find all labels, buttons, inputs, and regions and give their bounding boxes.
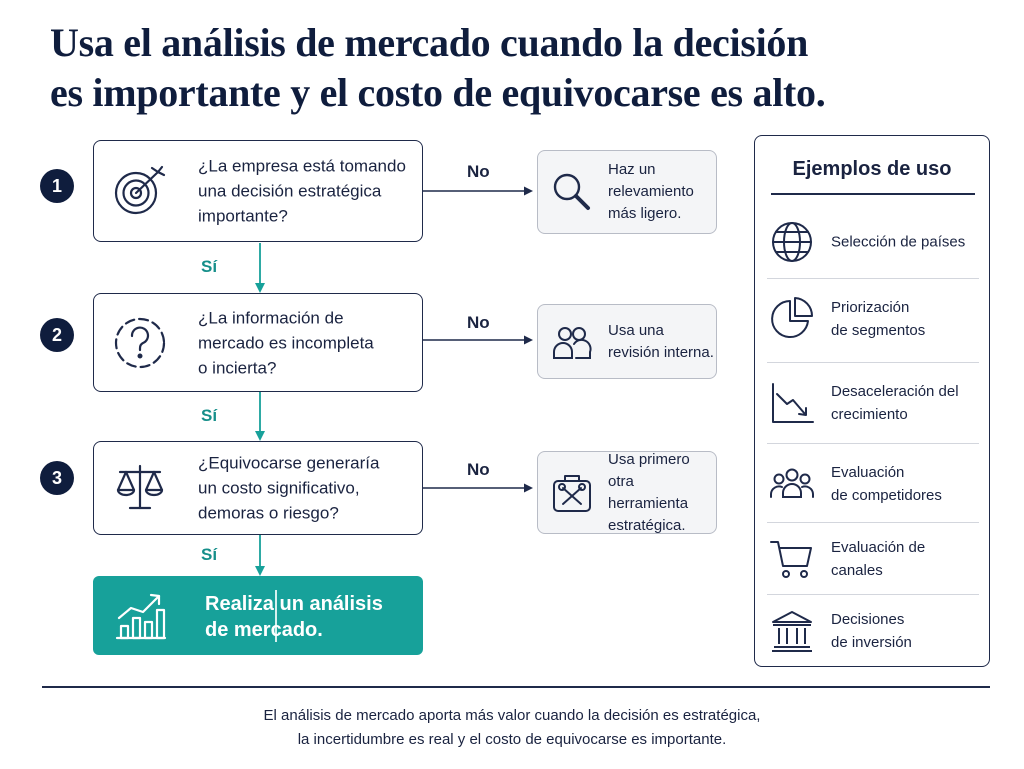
alternative-2-line-2: revisión interna. xyxy=(608,343,714,361)
alternative-1-line-3: más ligero. xyxy=(608,205,682,222)
examples-divider xyxy=(767,443,979,444)
no-label-3: No xyxy=(467,460,490,479)
question-3-line-1: ¿Equivocarse generaría xyxy=(198,453,380,473)
globe-icon xyxy=(769,219,815,265)
alternative-box-3: Usa primero otra herramienta estratégica… xyxy=(537,451,717,534)
question-2-line-3: o incierta? xyxy=(198,358,277,377)
question-1-line-1: ¿La empresa está tomando xyxy=(198,156,406,176)
question-text-1: ¿La empresa está tomando una decisión es… xyxy=(198,154,413,229)
examples-divider xyxy=(767,522,979,523)
example-label: Priorización de segmentos xyxy=(831,296,981,342)
alternative-box-2: Usa una revisión interna. xyxy=(537,304,717,379)
yes-arrow-1 xyxy=(253,243,267,293)
question-circle-icon xyxy=(112,315,168,371)
footer-rule xyxy=(42,686,990,688)
example-3-line-2: crecimiento xyxy=(831,406,908,423)
example-item: Desaceleración del crecimiento xyxy=(767,368,979,438)
scales-icon xyxy=(112,460,168,516)
example-4-line-1: Evaluación xyxy=(831,464,905,481)
decline-chart-icon xyxy=(769,380,815,426)
question-3-line-3: demoras o riesgo? xyxy=(198,503,339,523)
action-divider xyxy=(275,590,277,642)
question-box-1: ¿La empresa está tomando una decisión es… xyxy=(93,140,423,242)
example-label: Evaluación de canales xyxy=(831,536,981,582)
title-line-2: es importante y el costo de equivocarse … xyxy=(50,70,826,115)
cart-icon xyxy=(769,536,815,582)
examples-title: Ejemplos de uso xyxy=(792,158,952,180)
no-label-1: No xyxy=(467,162,490,181)
pie-chart-icon xyxy=(769,296,815,342)
alternative-1-line-1: Haz un xyxy=(608,161,656,178)
step-number-1: 1 xyxy=(40,169,74,203)
action-line-2: de mercado. xyxy=(205,619,323,641)
action-line-1: Realiza un análisis xyxy=(205,593,383,615)
magnifier-icon xyxy=(550,170,594,214)
example-6-line-1: Decisiones xyxy=(831,611,905,628)
question-text-3: ¿Equivocarse generaría un costo signific… xyxy=(198,451,413,526)
no-label-2: No xyxy=(467,313,490,332)
example-3-line-1: Desaceleración del xyxy=(831,383,959,400)
example-4-line-2: de competidores xyxy=(831,487,942,504)
alternative-1-line-2: relevamiento xyxy=(608,183,694,200)
examples-title-rule xyxy=(771,193,975,195)
example-item: Priorización de segmentos xyxy=(767,284,979,354)
yes-label-2: Sí xyxy=(201,406,218,425)
no-arrow-2 xyxy=(423,334,533,346)
alternative-box-1: Haz un relevamiento más ligero. xyxy=(537,150,717,234)
question-box-2: ¿La información de mercado es incompleta… xyxy=(93,293,423,392)
example-6-line-2: de inversión xyxy=(831,634,912,651)
action-text: Realiza un análisis de mercado. xyxy=(205,591,383,643)
example-item: Evaluación de competidores xyxy=(767,449,979,519)
step-number-2: 2 xyxy=(40,318,74,352)
page-title: Usa el análisis de mercado cuando la dec… xyxy=(50,18,950,118)
example-label: Evaluación de competidores xyxy=(831,461,981,507)
example-item: Evaluación de canales xyxy=(767,528,979,590)
alternative-3-line-1: Usa primero xyxy=(608,450,690,468)
yes-arrow-2 xyxy=(253,392,267,441)
example-5-line-1: Evaluación de canales xyxy=(831,539,926,579)
yes-label-3: Sí xyxy=(201,545,218,564)
no-arrow-1 xyxy=(423,185,533,197)
question-2-line-1: ¿La información de xyxy=(198,308,344,327)
question-box-3: ¿Equivocarse generaría un costo signific… xyxy=(93,441,423,535)
example-2-line-1: Priorización xyxy=(831,299,910,316)
example-label: Desaceleración del crecimiento xyxy=(831,380,981,426)
question-text-2: ¿La información de mercado es incompleta… xyxy=(198,305,413,380)
example-1-line-1: Selección de países xyxy=(831,233,966,251)
example-label: Selección de países xyxy=(831,231,981,254)
alternative-3-line-2: otra herramienta xyxy=(608,472,689,512)
example-item: Selección de países xyxy=(767,208,979,276)
yes-label-1: Sí xyxy=(201,257,218,276)
title-line-1: Usa el análisis de mercado cuando la dec… xyxy=(50,20,809,65)
step-number-3: 3 xyxy=(40,461,74,495)
yes-arrow-3 xyxy=(253,535,267,576)
alternative-3-line-3: estratégica. xyxy=(608,516,686,534)
question-1-line-3: importante? xyxy=(198,206,288,226)
examples-divider xyxy=(767,362,979,363)
examples-divider xyxy=(767,278,979,279)
final-action-box: Realiza un análisis de mercado. xyxy=(93,576,423,655)
alternative-text-1: Haz un relevamiento más ligero. xyxy=(608,159,716,225)
question-1-line-2: una decisión estratégica xyxy=(198,181,382,201)
examples-divider xyxy=(767,594,979,595)
question-2-line-2: mercado es incompleta xyxy=(198,333,374,352)
question-3-line-2: un costo significativo, xyxy=(198,478,360,498)
growth-chart-icon xyxy=(115,590,167,642)
target-icon xyxy=(112,163,168,219)
footer-line-1: El análisis de mercado aporta más valor … xyxy=(263,707,761,724)
bank-icon xyxy=(769,608,815,654)
examples-panel: Ejemplos de uso Selección de países Prio… xyxy=(754,135,990,667)
alternative-2-line-1: Usa una xyxy=(608,321,664,339)
toolkit-icon xyxy=(550,471,594,515)
footer-line-2: la incertidumbre es real y el costo de e… xyxy=(297,731,727,748)
group-icon xyxy=(769,461,815,507)
people-icon xyxy=(550,320,594,364)
example-2-line-2: de segmentos xyxy=(831,322,926,339)
example-item: Decisiones de inversión xyxy=(767,599,979,663)
alternative-text-3: Usa primero otra herramienta estratégica… xyxy=(608,449,716,537)
example-label: Decisiones de inversión xyxy=(831,608,981,654)
alternative-text-2: Usa una revisión interna. xyxy=(608,320,716,364)
footer-note: El análisis de mercado aporta más valor … xyxy=(0,704,1024,752)
no-arrow-3 xyxy=(423,482,533,494)
